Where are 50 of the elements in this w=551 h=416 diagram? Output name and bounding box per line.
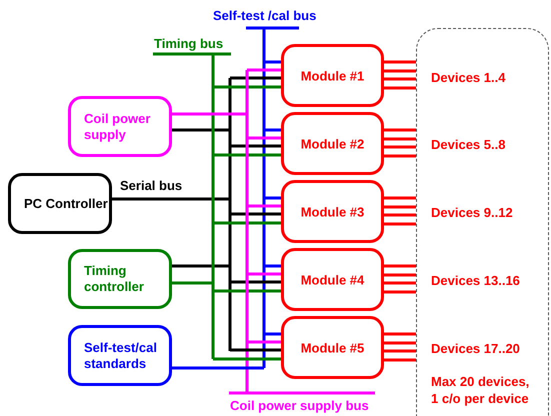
edge-label: Serial bus (120, 178, 182, 193)
connector-line (384, 146, 416, 148)
connector-line (384, 86, 416, 90)
module-label: Module #4 (300, 272, 366, 287)
connector-line (384, 214, 416, 216)
device-group-box (416, 28, 549, 416)
connector-line (384, 78, 416, 80)
connector-line (384, 282, 416, 284)
connector-line (384, 222, 416, 226)
bus-label: Timing bus (154, 36, 224, 51)
connector-line (384, 274, 416, 276)
controller-box (68, 96, 172, 157)
connector-line (384, 206, 416, 208)
bus-label: Coil power supply bus (230, 398, 369, 413)
device-range-label: Devices 17..20 (431, 340, 521, 357)
device-range-label: Devices 5..8 (431, 136, 506, 153)
box-label: Timing controller (84, 263, 145, 295)
connector-line (384, 154, 416, 158)
device-range-label: Devices 1..4 (431, 69, 506, 86)
module-box (281, 316, 384, 379)
box-label: Self-test/cal standards (84, 340, 158, 372)
module-label: Module #2 (300, 136, 366, 151)
module-box (281, 248, 384, 311)
module-box (281, 112, 384, 175)
controller-box (68, 249, 172, 309)
connector-line (384, 290, 416, 294)
box-label: PC Controller (24, 196, 109, 212)
connector-line (112, 76, 281, 352)
connector-line (384, 196, 416, 200)
box-label: Coil power supply (84, 110, 152, 142)
connector-line (384, 138, 416, 140)
connector-line (384, 264, 416, 268)
note: Max 20 devices, 1 c/o per device (431, 373, 530, 407)
controller-box (68, 325, 172, 386)
device-range-label: Devices 9..12 (431, 204, 514, 221)
connector-line (384, 358, 416, 362)
module-box (281, 180, 384, 243)
module-label: Module #5 (300, 340, 366, 355)
connector-line (384, 60, 416, 64)
controller-box (8, 173, 112, 234)
connector-line (384, 70, 416, 72)
bus-label: Self-test /cal bus (213, 8, 316, 23)
connector-line (384, 342, 416, 344)
connector-line (384, 350, 416, 352)
module-box (281, 44, 384, 107)
connector-line (384, 332, 416, 336)
module-label: Module #1 (300, 68, 366, 83)
connector-line (384, 128, 416, 132)
module-label: Module #3 (300, 204, 366, 219)
device-range-label: Devices 13..16 (431, 272, 521, 289)
